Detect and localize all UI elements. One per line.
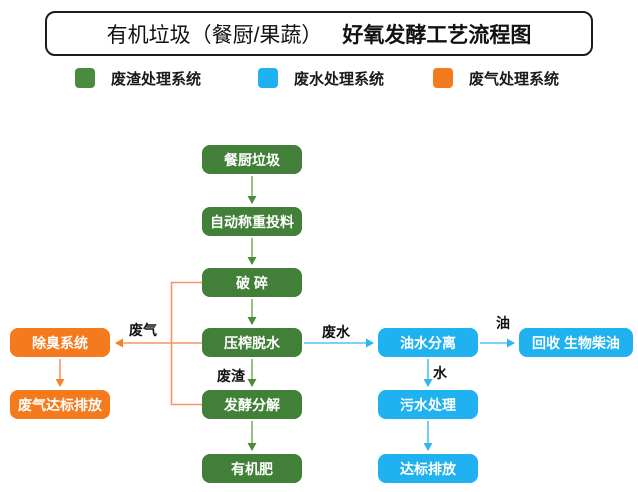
node-waste-gas-discharge: 废气达标排放 [10,390,110,419]
node-auto-weighing: 自动称重投料 [202,207,302,236]
legend-item-waste-gas: 废气处理系统 [433,66,559,90]
edge-label-waste-gas: 废气 [129,322,157,338]
legend-item-wastewater: 废水处理系统 [258,66,384,90]
page-title-normal: 有机垃圾（餐厨/果蔬） [106,23,323,47]
legend-swatch-residue [75,68,95,88]
legend-label-residue: 废渣处理系统 [111,70,202,88]
edge-label-waste-water: 废水 [322,324,350,340]
node-fermentation: 发酵分解 [202,390,302,419]
legend-label-waste-gas: 废气处理系统 [469,70,560,88]
page-title: 有机垃圾（餐厨/果蔬） 好氧发酵工艺流程图 [45,11,593,56]
node-standard-discharge: 达标排放 [378,454,478,483]
legend-item-residue: 废渣处理系统 [75,66,201,90]
page-title-bold: 好氧发酵工艺流程图 [342,23,532,47]
edge-label-waste-residue: 废渣 [217,368,245,384]
legend-swatch-waste-gas [433,68,453,88]
edge-label-water: 水 [433,365,447,381]
node-biodiesel-recycle: 回收 生物柴油 [519,328,633,357]
node-crushing: 破 碎 [202,268,302,297]
node-sewage-treatment: 污水处理 [378,390,478,419]
node-organic-fertilizer: 有机肥 [202,454,302,483]
node-deodorization: 除臭系统 [10,328,110,357]
edge-label-oil: 油 [496,315,510,331]
node-oil-water-separation: 油水分离 [378,328,478,357]
node-press-dewatering: 压榨脱水 [202,328,302,357]
waste-gas-collector-line [170,281,202,406]
node-kitchen-waste: 餐厨垃圾 [202,145,302,174]
legend-swatch-wastewater [258,68,278,88]
legend-label-wastewater: 废水处理系统 [294,70,385,88]
